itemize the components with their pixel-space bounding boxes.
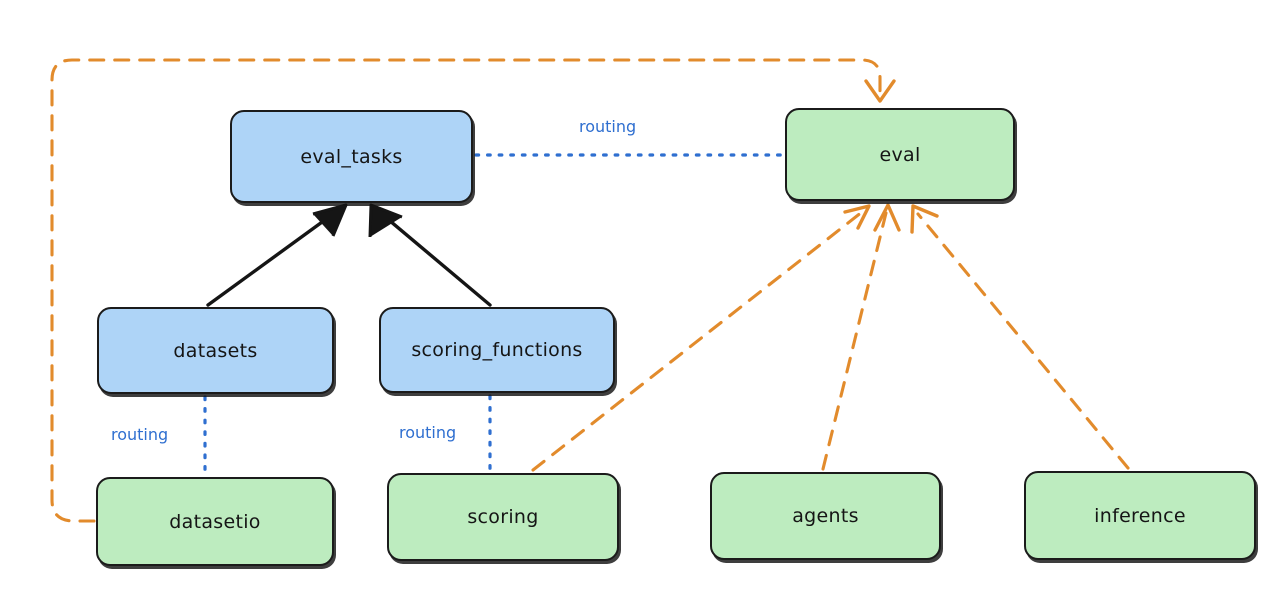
node-inference-label: inference bbox=[1094, 504, 1186, 527]
node-scoring-functions[interactable]: scoring_functions bbox=[379, 307, 615, 393]
node-datasets[interactable]: datasets bbox=[97, 307, 334, 394]
edge-datasets-to-eval_tasks bbox=[206, 203, 348, 307]
node-eval-tasks-label: eval_tasks bbox=[300, 145, 403, 168]
node-datasets-label: datasets bbox=[173, 339, 258, 362]
edge-label-routing-datasets-datasetio: routing bbox=[111, 425, 169, 444]
node-eval[interactable]: eval bbox=[785, 108, 1015, 201]
edge-datasetio-to-eval bbox=[50, 58, 896, 523]
node-scoring-functions-label: scoring_functions bbox=[411, 339, 583, 361]
node-datasetio[interactable]: datasetio bbox=[96, 477, 334, 566]
edge-label-routing-eval-tasks-eval: routing bbox=[579, 117, 637, 136]
node-scoring-label: scoring bbox=[467, 506, 539, 528]
node-agents-label: agents bbox=[792, 505, 859, 527]
edge-label-routing-scoring-functions-scoring: routing bbox=[399, 423, 457, 442]
edge-inference-to-eval bbox=[910, 204, 1130, 470]
node-inference[interactable]: inference bbox=[1024, 471, 1256, 560]
node-eval-label: eval bbox=[879, 143, 921, 166]
node-eval-tasks[interactable]: eval_tasks bbox=[230, 110, 473, 203]
edge-scoring_functions-to-eval_tasks bbox=[368, 203, 492, 307]
node-scoring[interactable]: scoring bbox=[387, 473, 619, 561]
edge-agents-to-eval bbox=[821, 203, 901, 471]
node-agents[interactable]: agents bbox=[710, 472, 941, 560]
node-datasetio-label: datasetio bbox=[169, 510, 261, 533]
